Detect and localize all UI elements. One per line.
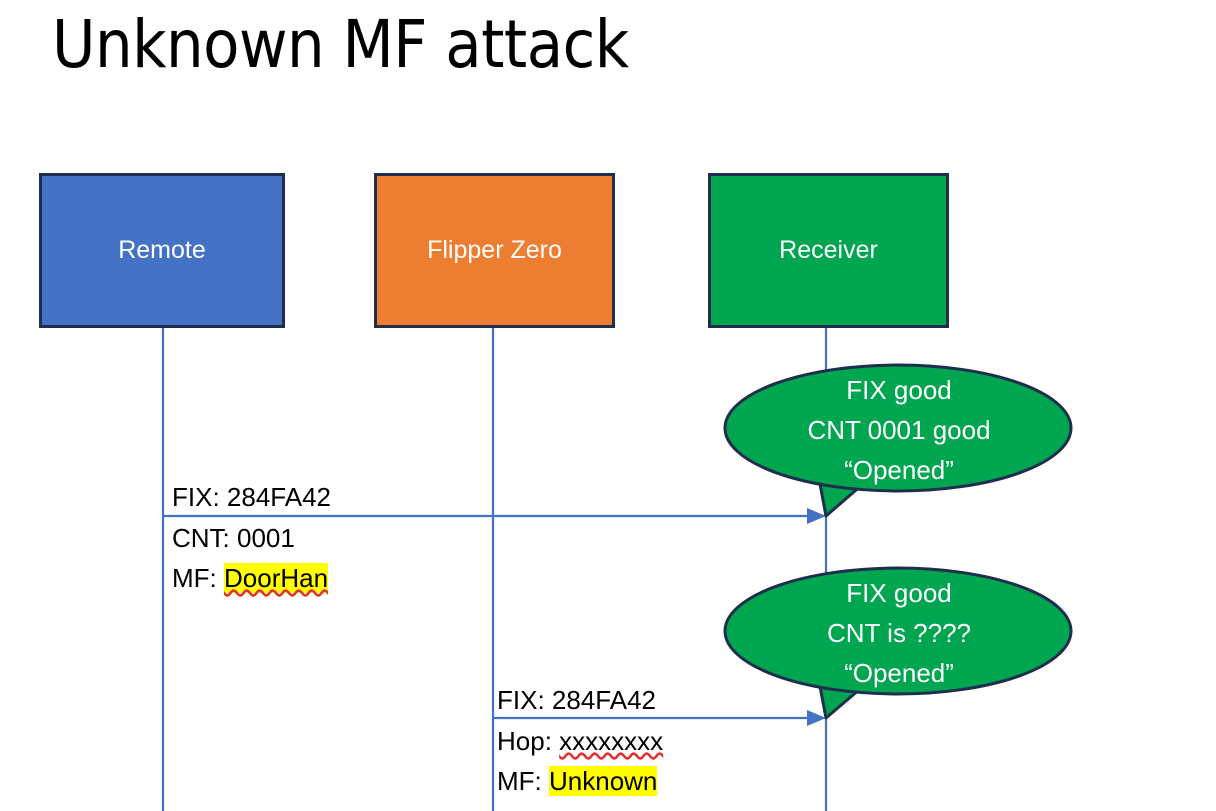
message-1-mf-line: MF: DoorHan (172, 558, 329, 598)
message-2-label-above: FIX: 284FA42 (497, 680, 656, 720)
message-2-mf-prefix: MF: (497, 766, 549, 796)
message-2-hop-line: Hop: xxxxxxxx (497, 721, 663, 761)
message-1-label-below: CNT: 0001 MF: DoorHan (172, 518, 329, 598)
callout-1-text: FIX good CNT 0001 good “Opened” (725, 370, 1073, 490)
actor-box-flipper[interactable]: Flipper Zero (374, 173, 615, 328)
message-arrowhead-2 (807, 710, 826, 726)
message-2-label-below: Hop: xxxxxxxx MF: Unknown (497, 721, 663, 801)
callout-2-line-1: FIX good (846, 578, 952, 608)
message-2-mf-line: MF: Unknown (497, 761, 663, 801)
message-2-hop-value: xxxxxxxx (559, 726, 664, 756)
actor-label-flipper: Flipper Zero (427, 236, 562, 264)
message-2-mf-value: Unknown (549, 766, 658, 796)
message-2-hop-prefix: Hop: (497, 726, 560, 756)
message-1-cnt-line: CNT: 0001 (172, 518, 328, 558)
message-1-mf-prefix: MF: (172, 563, 224, 593)
callout-1-line-1: FIX good (846, 375, 952, 405)
message-1-cnt-text: CNT: 0001 (172, 523, 295, 553)
message-2-fix-text: FIX: 284FA42 (497, 685, 656, 715)
message-1-label-above: FIX: 284FA42 (172, 477, 331, 517)
actor-label-receiver: Receiver (779, 236, 878, 264)
callout-2-text: FIX good CNT is ???? “Opened” (725, 573, 1073, 693)
slide-title: Unknown MF attack (52, 6, 629, 83)
message-arrowhead-1 (807, 508, 826, 524)
callout-1-line-3: “Opened” (844, 455, 954, 485)
callout-2-line-3: “Opened” (844, 658, 954, 688)
actor-box-receiver[interactable]: Receiver (708, 173, 949, 328)
callout-1-line-2: CNT 0001 good (807, 415, 991, 445)
message-1-fix-text: FIX: 284FA42 (172, 482, 331, 512)
callout-bubble-2 (723, 566, 1073, 696)
callout-2-line-2: CNT is ???? (826, 618, 972, 648)
callout-bubble-1 (723, 363, 1073, 493)
actor-label-remote: Remote (118, 236, 206, 264)
actor-box-remote[interactable]: Remote (39, 173, 285, 328)
message-1-mf-value: DoorHan (224, 563, 329, 593)
